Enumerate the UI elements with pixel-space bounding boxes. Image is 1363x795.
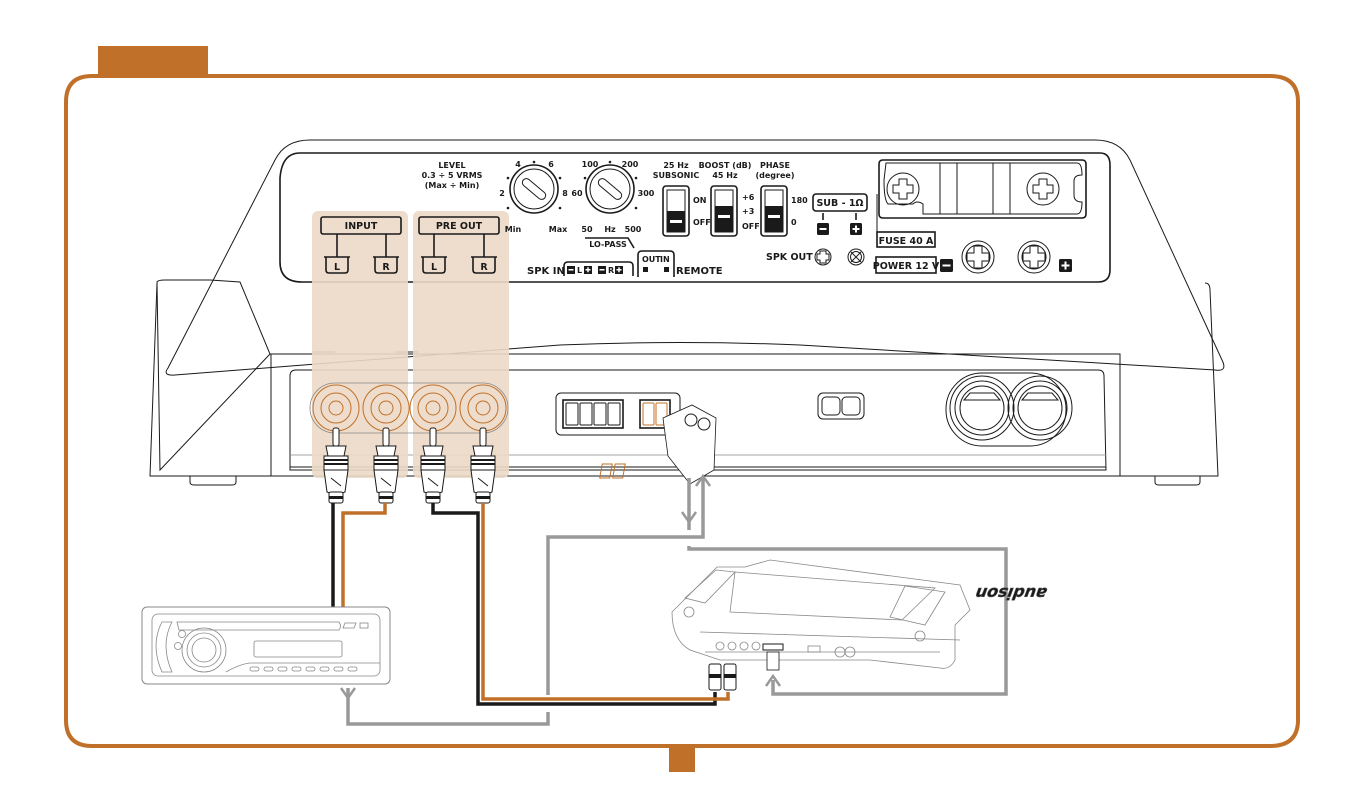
rca-plug-part — [329, 496, 343, 499]
fuse-label: FUSE 40 A — [879, 236, 934, 247]
input-highlight — [312, 211, 408, 478]
rca-plug-part — [473, 446, 493, 456]
power-connectors — [818, 373, 1072, 446]
rca-plug-part — [374, 459, 398, 461]
power-label: POWER 12 V — [873, 261, 940, 272]
spk-in-r: R — [608, 266, 614, 275]
level-tick: 4 — [515, 160, 521, 169]
level-tick: 2 — [499, 189, 505, 198]
switch-option: 0 — [791, 218, 797, 227]
rca-plug-part — [379, 496, 393, 499]
lopass-tick: 500 — [625, 225, 642, 234]
preout-right-label: R — [480, 262, 488, 273]
lopass-tick: 200 — [622, 160, 639, 169]
switch-option: ON — [693, 196, 707, 205]
rca-plug-part — [476, 496, 490, 499]
remote-plug[interactable] — [663, 405, 716, 484]
rca-plug-part — [383, 428, 389, 446]
level-tick: Min — [505, 225, 522, 234]
rca-plug-part — [471, 463, 495, 465]
fuse-screw[interactable] — [1027, 173, 1059, 205]
cable-remote-in — [348, 688, 548, 724]
level-note: (Max ÷ Min) — [425, 181, 480, 190]
cable-remote-amp — [689, 546, 1006, 694]
spk-in-label: SPK IN — [527, 266, 565, 277]
remote-out-label: OUT — [642, 255, 661, 264]
rca-plug-part — [421, 459, 445, 461]
cable-input-right — [343, 503, 385, 610]
rca-plug-part — [333, 428, 339, 446]
fuse-power-block: FUSE 40 A POWER 12 V — [873, 160, 1086, 273]
switch-option: OFF — [742, 222, 760, 231]
boost-title: 45 Hz — [712, 171, 738, 180]
spk-in-remote: SPK IN L R OUT IN REMOTE — [527, 251, 723, 277]
rca-plug-part — [326, 446, 346, 456]
cable-preout-left — [433, 503, 715, 704]
page-number-tab — [669, 746, 695, 772]
rca-plug-part — [374, 463, 398, 465]
switch-option: +3 — [742, 207, 754, 216]
boost-title: BOOST (dB) — [699, 161, 752, 170]
rca-plug-part — [324, 463, 348, 465]
rca-plug-part — [423, 446, 443, 456]
subsonic-switch-group: 25 Hz SUBSONIC ON OFF — [653, 161, 711, 236]
lopass-tick: Hz — [604, 225, 616, 234]
level-tick: 8 — [562, 189, 568, 198]
rca-plug-part — [376, 446, 396, 456]
preout-highlight — [413, 211, 509, 478]
spk-out-label: SPK OUT — [766, 252, 813, 263]
head-unit — [142, 607, 390, 684]
lopass-label: LO-PASS — [589, 240, 627, 249]
cable-preout-right — [483, 503, 728, 699]
external-amplifier: audison — [672, 560, 1050, 690]
subsonic-title: SUBSONIC — [653, 171, 700, 180]
lopass-knob[interactable] — [586, 165, 634, 213]
lopass-control: 100 200 60 300 50 Hz 500 LO-PASS — [571, 160, 654, 249]
fuse-screw[interactable] — [887, 173, 919, 205]
level-title: LEVEL — [438, 161, 465, 170]
lopass-tick: 60 — [571, 189, 583, 198]
lopass-tick: 100 — [582, 160, 599, 169]
cables — [333, 476, 1006, 724]
remote-in-label: IN — [660, 255, 670, 264]
input-left-label: L — [334, 262, 340, 273]
switch-option: 180 — [791, 196, 808, 205]
level-range: 0.3 ÷ 5 VRMS — [422, 171, 483, 180]
rca-plug-part — [480, 428, 486, 446]
amp-remote-plug[interactable] — [767, 652, 779, 670]
subsonic-title: 25 Hz — [663, 161, 689, 170]
level-tick: Max — [549, 225, 568, 234]
header-tab — [98, 46, 208, 76]
phase-title: (degree) — [756, 171, 795, 180]
preout-label: PRE OUT — [436, 221, 483, 232]
lopass-tick: 300 — [638, 189, 655, 198]
amp-brand-logo: audison — [972, 584, 1050, 602]
rca-plug-part — [426, 496, 440, 499]
lopass-tick: 50 — [581, 225, 593, 234]
input-right-label: R — [382, 262, 390, 273]
rca-plug-part — [324, 459, 348, 461]
rca-plug-part — [421, 463, 445, 465]
spk-in-l: L — [577, 266, 582, 275]
switch-option: +6 — [742, 193, 755, 202]
remote-label: REMOTE — [676, 266, 723, 277]
phase-switch-group: PHASE (degree) 180 0 — [756, 161, 809, 236]
cable-remote-link — [548, 478, 703, 695]
input-label: INPUT — [345, 221, 378, 232]
phase-title: PHASE — [760, 161, 790, 170]
sub-label: SUB - 1Ω — [816, 198, 863, 209]
rca-plug-part — [430, 428, 436, 446]
rca-plug-part — [471, 459, 495, 461]
level-tick: 6 — [548, 160, 554, 169]
preout-left-label: L — [431, 262, 437, 273]
level-knob[interactable] — [510, 165, 558, 213]
switch-option: OFF — [693, 218, 711, 227]
